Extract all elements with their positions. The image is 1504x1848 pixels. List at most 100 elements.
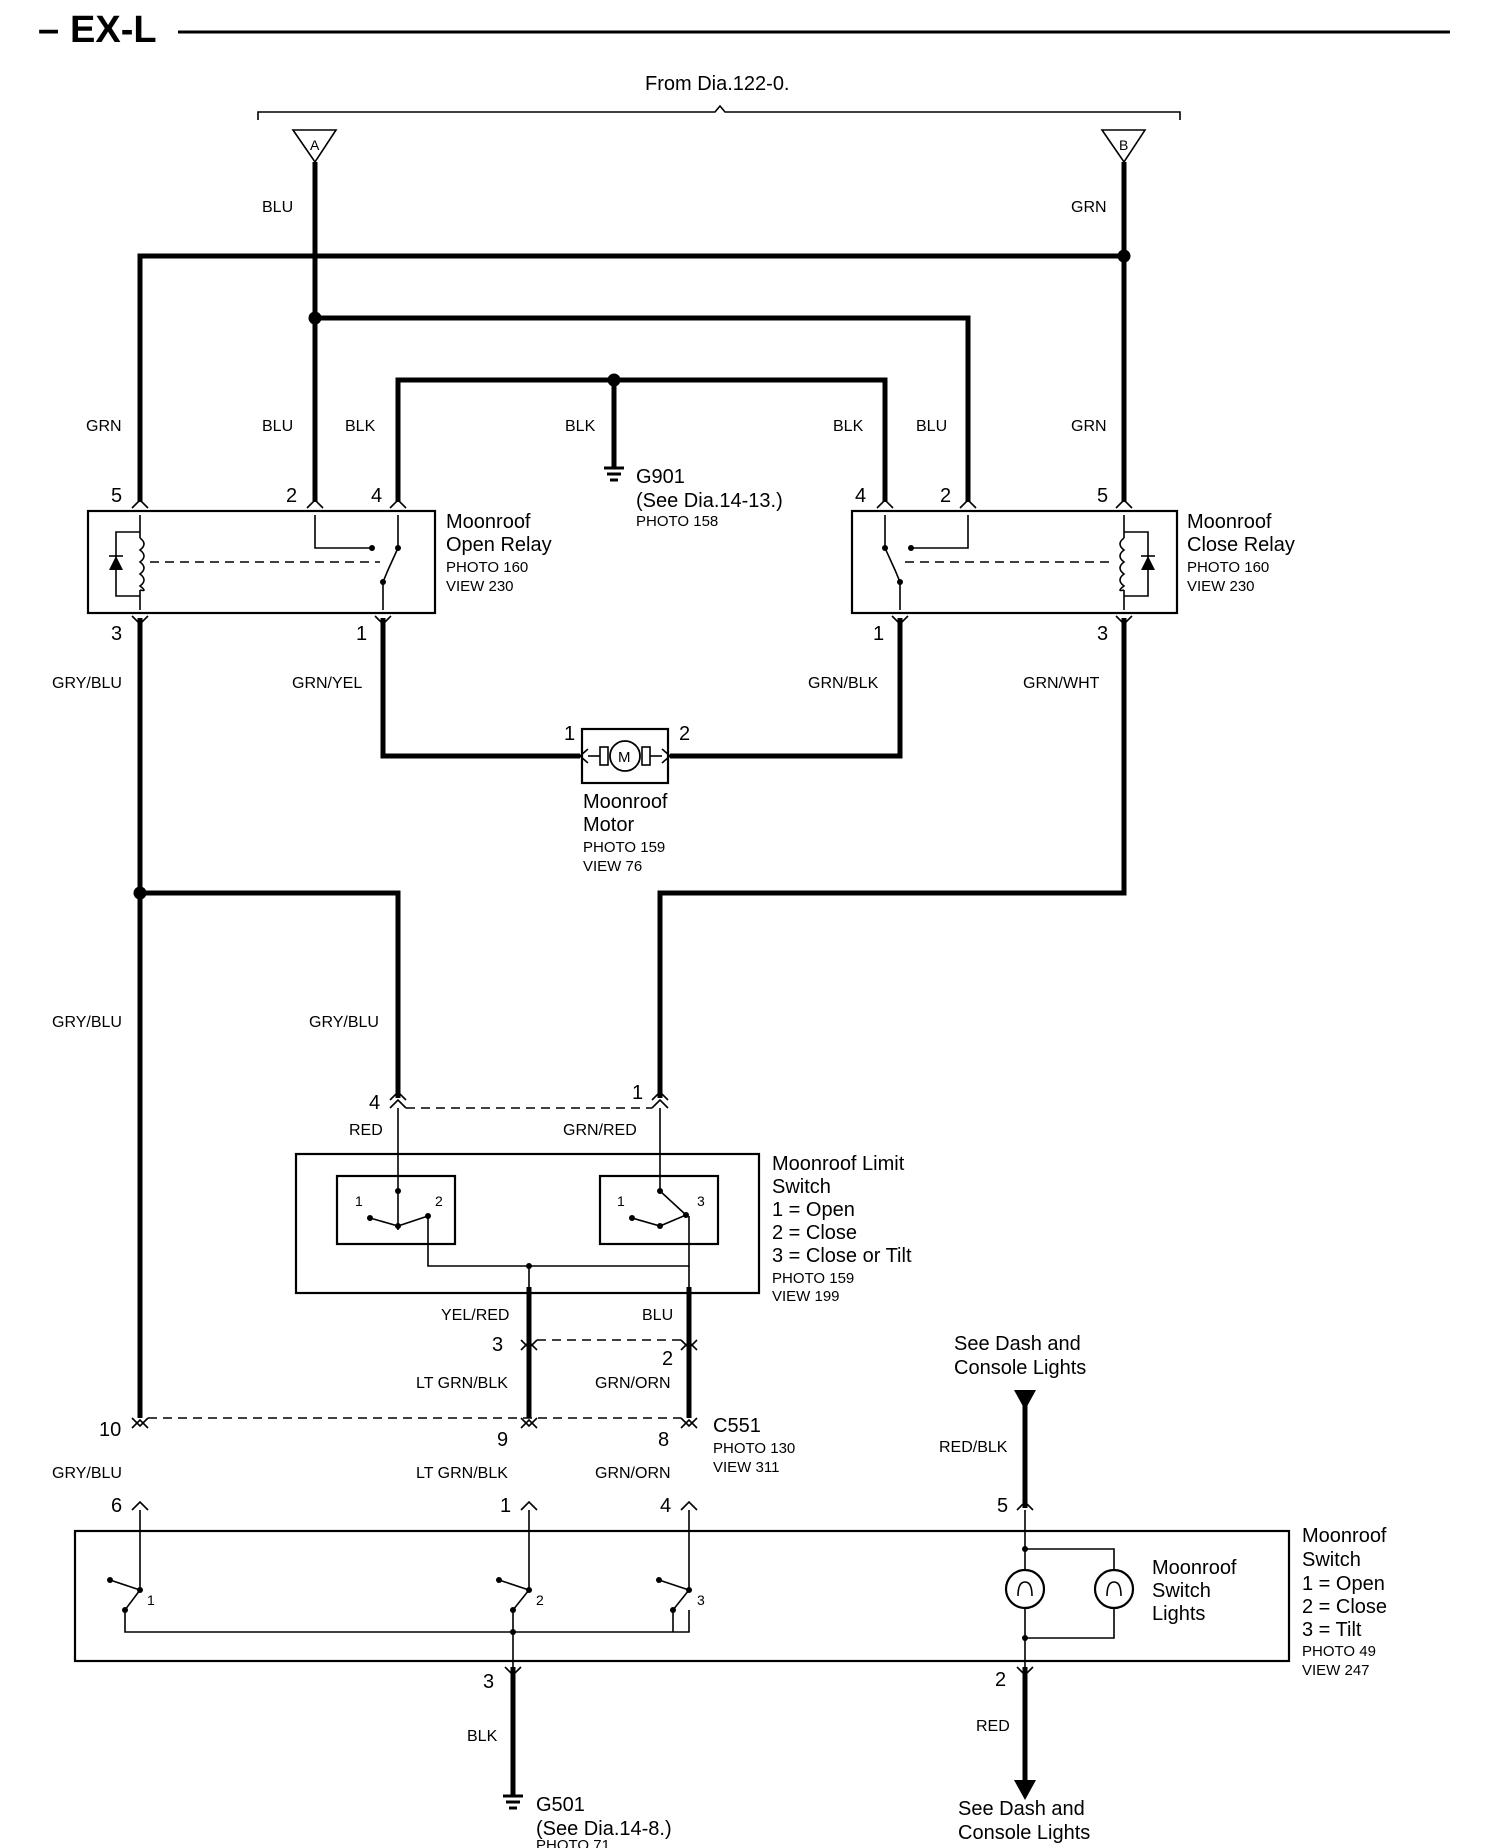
label-grn-close: GRN: [1071, 418, 1107, 435]
junction-blu: [308, 311, 322, 325]
wire-grnblk: [670, 618, 903, 759]
c551: 10 9 8 C551 PHOTO 130 VIEW 311: [99, 1415, 795, 1476]
motor-pin1: 1: [564, 723, 575, 745]
switch-view: VIEW 247: [1302, 1662, 1370, 1679]
wire-grnwht: [657, 618, 1127, 1098]
label-red-bottom: RED: [976, 1718, 1010, 1735]
limit-right-pin3: 3: [697, 1193, 705, 1209]
c551-pin10: 10: [99, 1419, 121, 1441]
label-blu-close: BLU: [916, 418, 947, 435]
open-relay-diode: [109, 556, 123, 570]
moonroof-switch-box: [73, 1529, 1291, 1663]
open-relay-photo: PHOTO 160: [446, 559, 528, 576]
label-red: RED: [349, 1122, 383, 1139]
label-ltgrnblk-lower: LT GRN/BLK: [416, 1465, 508, 1482]
close-relay-diode: [1141, 556, 1155, 570]
label-blk-ground: BLK: [565, 418, 596, 435]
motor-title1: Moonroof: [583, 791, 668, 813]
g501: G501 (See Dia.14-8.) PHOTO 71: [536, 1794, 672, 1848]
g901-note: (See Dia.14-13.): [636, 490, 783, 512]
thick-wires: [137, 162, 1127, 1796]
limit-pin1: 1: [632, 1082, 643, 1104]
switch-legend1: 1 = Open: [1302, 1573, 1385, 1595]
connector-a: A: [291, 129, 338, 164]
limit-legend2: 2 = Close: [772, 1222, 857, 1244]
mid-pin3: 3: [492, 1334, 503, 1356]
label-grn-top: GRN: [1071, 199, 1107, 216]
c551-name: C551: [713, 1415, 761, 1437]
label-grayblu-left: GRY/BLU: [52, 1014, 122, 1031]
source-bracket: From Dia.122-0.: [257, 73, 1181, 120]
open-relay: 5 2 4 3 1 Moonroof Open Relay PHOTO 160 …: [86, 485, 552, 645]
label-blu-top: BLU: [262, 199, 293, 216]
close-relay-switch-arm: [884, 515, 901, 610]
close-relay-view: VIEW 230: [1187, 578, 1255, 595]
limit-view: VIEW 199: [772, 1288, 840, 1305]
limit-legend3: 3 = Close or Tilt: [772, 1245, 912, 1267]
switch-title1: Moonroof: [1302, 1525, 1387, 1547]
switch-pin6: 6: [111, 1495, 122, 1517]
g501-ground-icon: [503, 1794, 523, 1810]
label-blk-open: BLK: [345, 418, 376, 435]
label-blk-g501: BLK: [467, 1728, 498, 1745]
g901-ground-icon: [604, 466, 624, 482]
label-blk-close: BLK: [833, 418, 864, 435]
close-relay: 4 2 5 1 3 Moonroof Close Relay PHOTO 160…: [850, 485, 1295, 645]
close-relay-pin5: 5: [1097, 485, 1108, 507]
switch-lights-2: Switch: [1152, 1580, 1211, 1602]
wire-labels: BLU GRN GRN BLU BLK BLK BLK BLU GRN GRY/…: [52, 199, 1107, 1745]
arrow-see-dash-bottom: [1014, 1780, 1036, 1800]
switch-pin3: 3: [483, 1671, 494, 1693]
switch-photo: PHOTO 49: [1302, 1643, 1376, 1660]
close-relay-title2: Close Relay: [1187, 534, 1295, 556]
g901: G901 (See Dia.14-13.) PHOTO 158: [636, 466, 783, 530]
page-header: – EX-L: [38, 9, 1450, 51]
switch-lights-3: Lights: [1152, 1603, 1205, 1625]
connector-b-symbol: [1100, 129, 1147, 164]
limit-photo: PHOTO 159: [772, 1270, 854, 1287]
header-dash: –: [38, 9, 59, 51]
g901-name: G901: [636, 466, 685, 488]
label-grnorn-upper: GRN/ORN: [595, 1375, 671, 1392]
switch-pin5: 5: [997, 1495, 1008, 1517]
label-grn-open: GRN: [86, 418, 122, 435]
motor-pin2: 2: [679, 723, 690, 745]
limit-legend1: 1 = Open: [772, 1199, 855, 1221]
g501-photo: PHOTO 71: [536, 1837, 610, 1848]
motor-title2: Motor: [583, 814, 634, 836]
limit-left-pin2: 2: [435, 1193, 443, 1209]
arrow-see-dash-top: [1014, 1390, 1036, 1410]
open-relay-nc-lead: [314, 515, 372, 549]
open-relay-view: VIEW 230: [446, 578, 514, 595]
label-ltgrnblk-upper: LT GRN/BLK: [416, 1375, 508, 1392]
moonroof-switch: 1 2 3 6 1 4 5 3 2 Moonroof Switch Lights…: [73, 1495, 1387, 1693]
c551-photo: PHOTO 130: [713, 1440, 795, 1457]
switch-light-bulb-2-icon: [1093, 1568, 1135, 1610]
label-blu-limit: BLU: [642, 1307, 673, 1324]
see-dash-bottom-line1: See Dash and: [958, 1798, 1085, 1820]
close-relay-nc-lead: [911, 515, 969, 549]
limit-title2: Switch: [772, 1176, 831, 1198]
label-grnblk: GRN/BLK: [808, 675, 879, 692]
dashed-connector-lines: [148, 1107, 681, 1419]
moonroof-motor: M 1 2 Moonroof Motor PHOTO 159 VIEW 76: [564, 723, 690, 875]
limit-right-pin1: 1: [617, 1193, 625, 1209]
connector-a-symbol: [291, 129, 338, 164]
motor-box: [580, 727, 670, 785]
wire-grnyel: [380, 618, 580, 759]
connector-b: B: [1100, 129, 1147, 164]
from-label: From Dia.122-0.: [645, 73, 790, 95]
connector-chevrons: [131, 498, 1133, 1677]
limit-title1: Moonroof Limit: [772, 1153, 905, 1175]
label-grayblu-open3: GRY/BLU: [52, 675, 122, 692]
open-relay-coil: [138, 537, 145, 592]
open-relay-pin1: 1: [356, 623, 367, 645]
open-relay-box: [86, 509, 437, 615]
motor-photo: PHOTO 159: [583, 839, 665, 856]
label-grnorn-lower: GRN/ORN: [595, 1465, 671, 1482]
switch-light-bulb-1-icon: [1004, 1568, 1046, 1610]
switch-legend3: 3 = Tilt: [1302, 1619, 1362, 1641]
motor-view: VIEW 76: [583, 858, 642, 875]
see-dash-top-line1: See Dash and: [954, 1333, 1081, 1355]
close-relay-photo: PHOTO 160: [1187, 559, 1269, 576]
